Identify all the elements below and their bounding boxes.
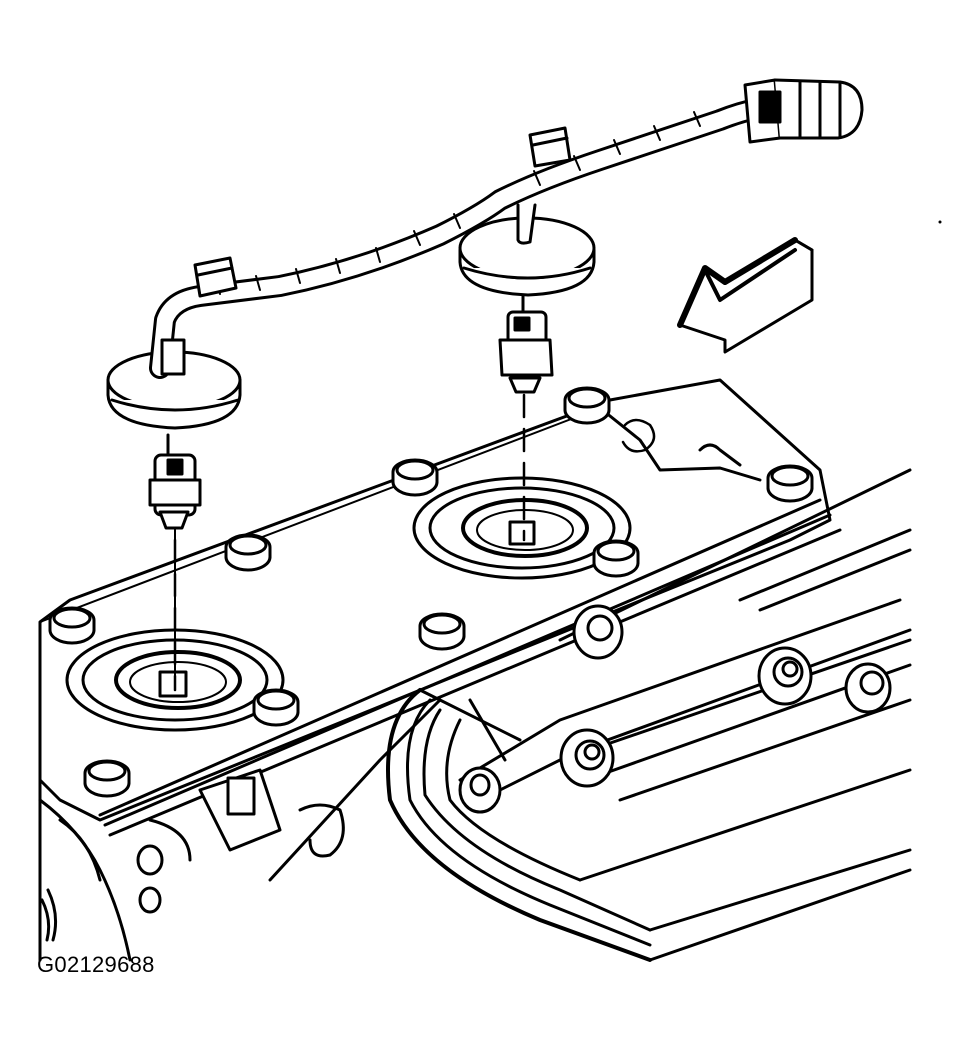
valley-cover-bolt	[50, 388, 812, 796]
knock-sensor-bore-right	[414, 478, 630, 578]
harness-connector	[745, 80, 862, 142]
speck	[938, 220, 942, 224]
grommet-right	[460, 218, 594, 295]
engine-block	[40, 700, 440, 960]
wiring-harness	[160, 108, 760, 374]
knock-sensor-left	[150, 435, 200, 690]
figure-code: G02129688	[37, 952, 155, 977]
knock-sensor-right	[500, 290, 552, 540]
front-arrow-icon	[680, 240, 812, 352]
valve-cover-bolt	[460, 606, 890, 812]
harness-clip	[195, 128, 570, 296]
